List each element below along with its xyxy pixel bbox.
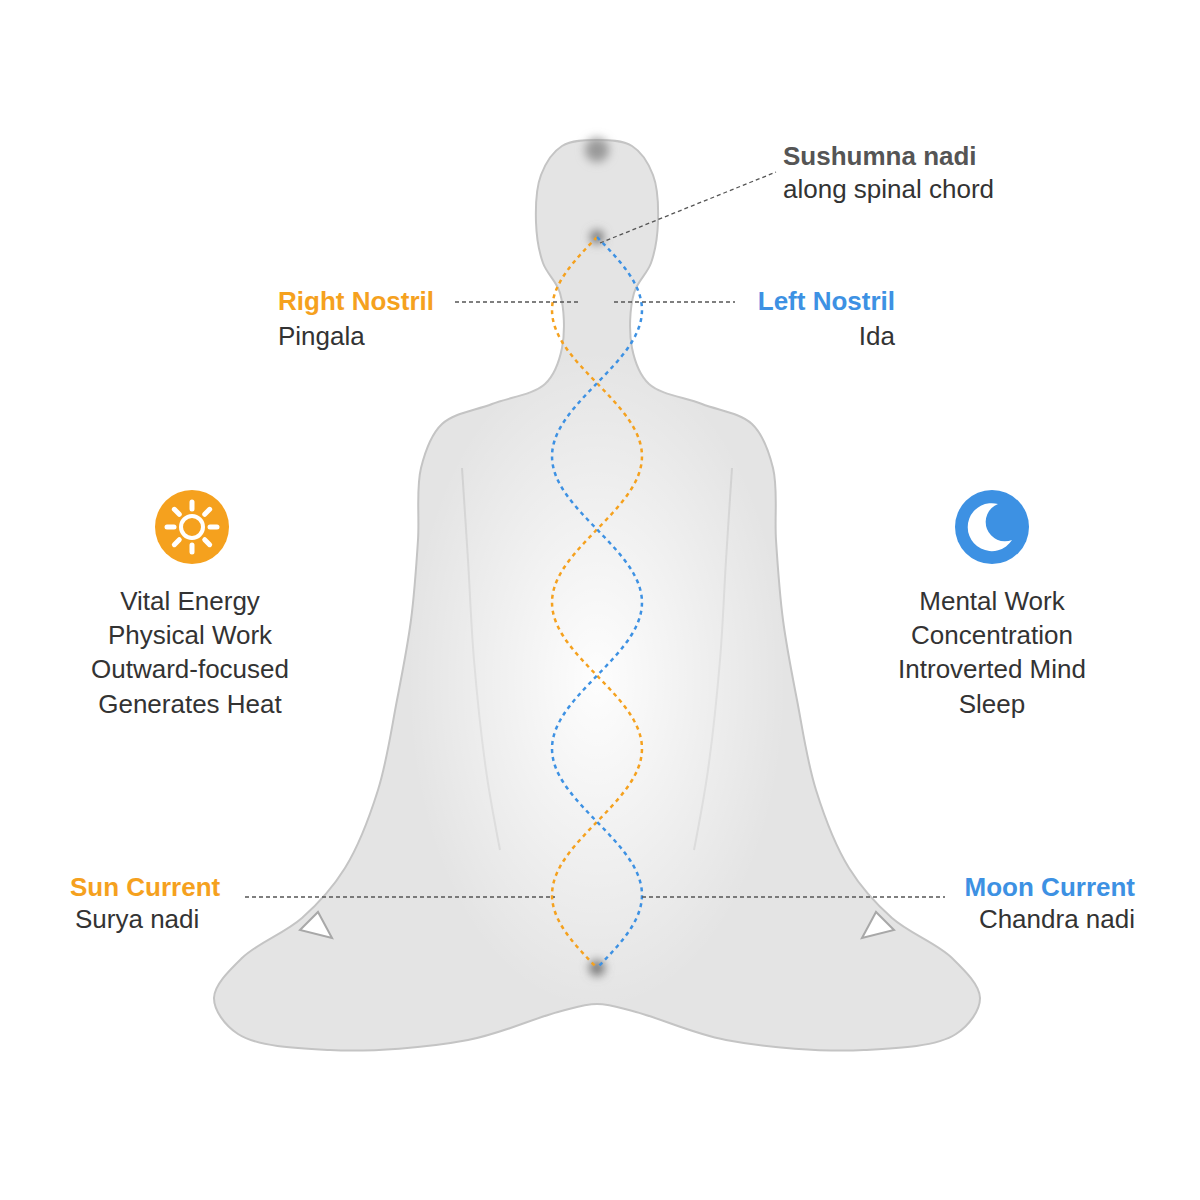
leader-line xyxy=(614,301,735,302)
body-label: Physical Work xyxy=(108,620,272,651)
heading-label: Moon Current xyxy=(965,872,1135,903)
body-label: Vital Energy xyxy=(120,586,260,617)
crown-dot xyxy=(585,138,609,162)
meditating-figure xyxy=(214,140,980,1051)
body-label: Concentration xyxy=(911,620,1073,651)
leader-line xyxy=(642,896,945,897)
pingala-current xyxy=(552,237,642,968)
body-label: Surya nadi xyxy=(75,904,199,935)
heading-label: Right Nostril xyxy=(278,286,434,317)
body-label: Chandra nadi xyxy=(979,904,1135,935)
leader-line xyxy=(455,301,578,302)
body-label: Sleep xyxy=(959,689,1026,720)
moon-icon xyxy=(955,490,1029,564)
leader-line xyxy=(600,172,776,243)
body-label: along spinal chord xyxy=(783,174,994,205)
heading-label: Sun Current xyxy=(70,872,220,903)
spine-line xyxy=(596,237,599,968)
body-label: Outward-focused xyxy=(91,654,289,685)
sun-icon xyxy=(155,490,229,564)
body-outline xyxy=(214,140,980,1051)
hand-mudra xyxy=(862,912,894,938)
spine-base-dot xyxy=(589,960,605,976)
heading-label: Left Nostril xyxy=(758,286,895,317)
body-label: Generates Heat xyxy=(98,689,282,720)
body-label: Introverted Mind xyxy=(898,654,1086,685)
body-label: Pingala xyxy=(278,321,365,352)
ida-current xyxy=(552,237,642,968)
leader-line xyxy=(245,896,555,897)
body-label: Ida xyxy=(859,321,895,352)
hand-mudra xyxy=(300,912,332,938)
body-label: Mental Work xyxy=(919,586,1064,617)
heading-label: Sushumna nadi xyxy=(783,141,977,172)
